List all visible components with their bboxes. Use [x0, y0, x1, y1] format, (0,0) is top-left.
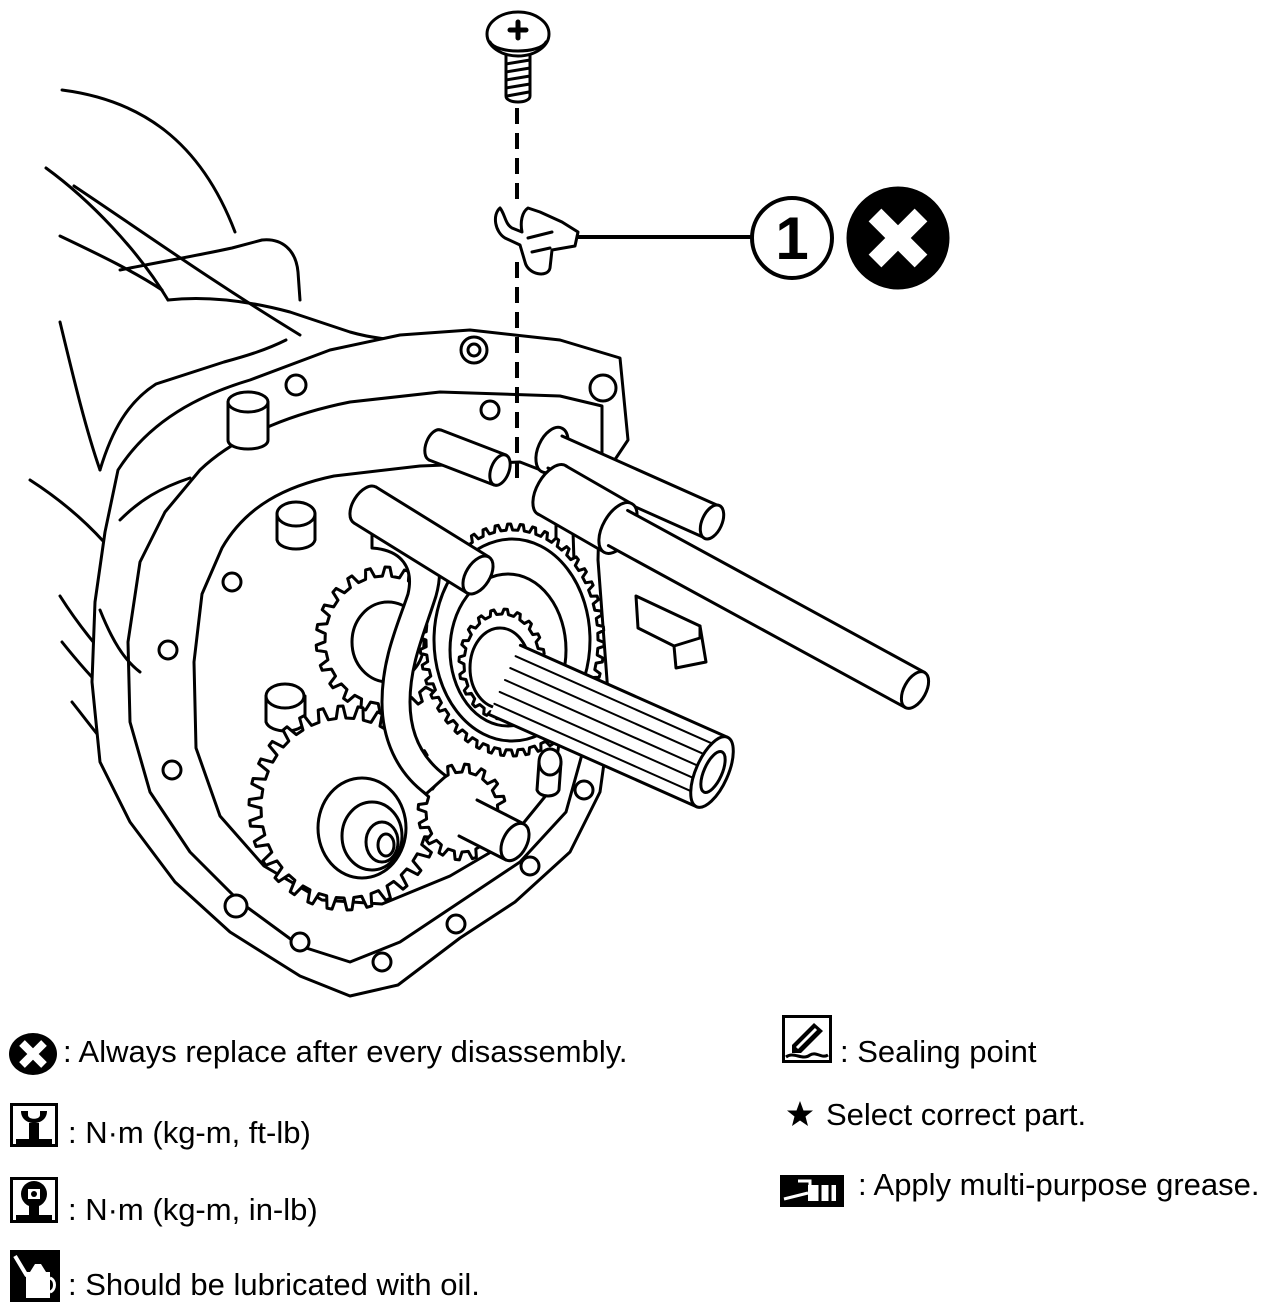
shift-rod-upper-left — [423, 428, 512, 487]
legend-select-part-text: Select correct part. — [826, 1097, 1087, 1132]
shift-rod-long — [606, 508, 931, 710]
legend-replace-text: : Always replace after every disassembly… — [63, 1034, 628, 1069]
output-shaft-splines — [493, 655, 724, 797]
shift-fork — [370, 518, 448, 796]
screw-icon — [485, 10, 551, 104]
output-shaft — [488, 643, 735, 809]
legend-oil-text: : Should be lubricated with oil. — [68, 1267, 480, 1302]
case-stud-middle — [275, 500, 317, 551]
shift-rail-block — [634, 594, 708, 670]
counter-gear-bore — [376, 832, 396, 858]
legend-torque-ftlb-text: : N·m (kg-m, ft-lb) — [68, 1115, 311, 1150]
vehicle-frame-lines — [28, 88, 460, 764]
shift-rod-left — [348, 484, 495, 596]
case-stud-lower — [264, 682, 307, 733]
shift-rod-upper — [534, 425, 726, 541]
legend-sealing-text: : Sealing point — [840, 1034, 1037, 1069]
legend-torque-inlb-text: : N·m (kg-m, in-lb) — [68, 1192, 318, 1227]
oil-can-icon — [10, 1250, 60, 1302]
callout-number: 1 — [775, 205, 808, 272]
case-extension-lines — [98, 338, 288, 674]
legend-grease-text: : Apply multi-purpose grease. — [858, 1167, 1260, 1202]
transmission-diagram: 1 — [28, 10, 950, 998]
counter-shaft-end — [457, 798, 531, 863]
grease-gun-icon — [780, 1175, 844, 1207]
gear-compartment — [192, 460, 568, 906]
torque-wrench-icon — [10, 1103, 58, 1147]
case-stud-upper — [226, 390, 270, 451]
locating-pin — [535, 747, 563, 798]
replace-part-x-icon — [9, 1033, 57, 1075]
torque-wrench-small-icon — [10, 1177, 58, 1223]
retaining-clip-icon — [493, 206, 580, 276]
replace-part-x-icon — [846, 186, 950, 290]
callout-circle — [750, 196, 834, 280]
sealing-point-icon — [782, 1015, 832, 1063]
fill-plug — [459, 335, 489, 365]
star-icon — [787, 1101, 813, 1126]
